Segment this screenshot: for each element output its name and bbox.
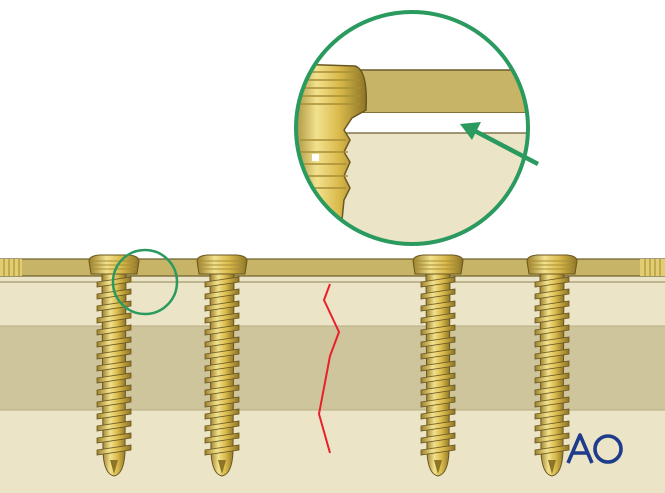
screw-3 — [412, 254, 464, 477]
plate-end-left — [0, 259, 22, 276]
screws — [88, 254, 578, 477]
magnified-detail — [294, 10, 540, 246]
fracture-line — [317, 283, 341, 454]
magnified-detail-circle — [294, 10, 530, 246]
plate — [0, 258, 665, 277]
ao-logo: AO — [566, 433, 623, 464]
screw-4 — [526, 254, 578, 477]
gap-arrow-head — [460, 122, 481, 140]
screw-2 — [196, 254, 248, 477]
plate-end-right — [640, 259, 665, 276]
screw-1 — [88, 254, 140, 477]
detail-marker-circle — [111, 248, 179, 316]
gap-arrow-shaft — [473, 129, 540, 166]
